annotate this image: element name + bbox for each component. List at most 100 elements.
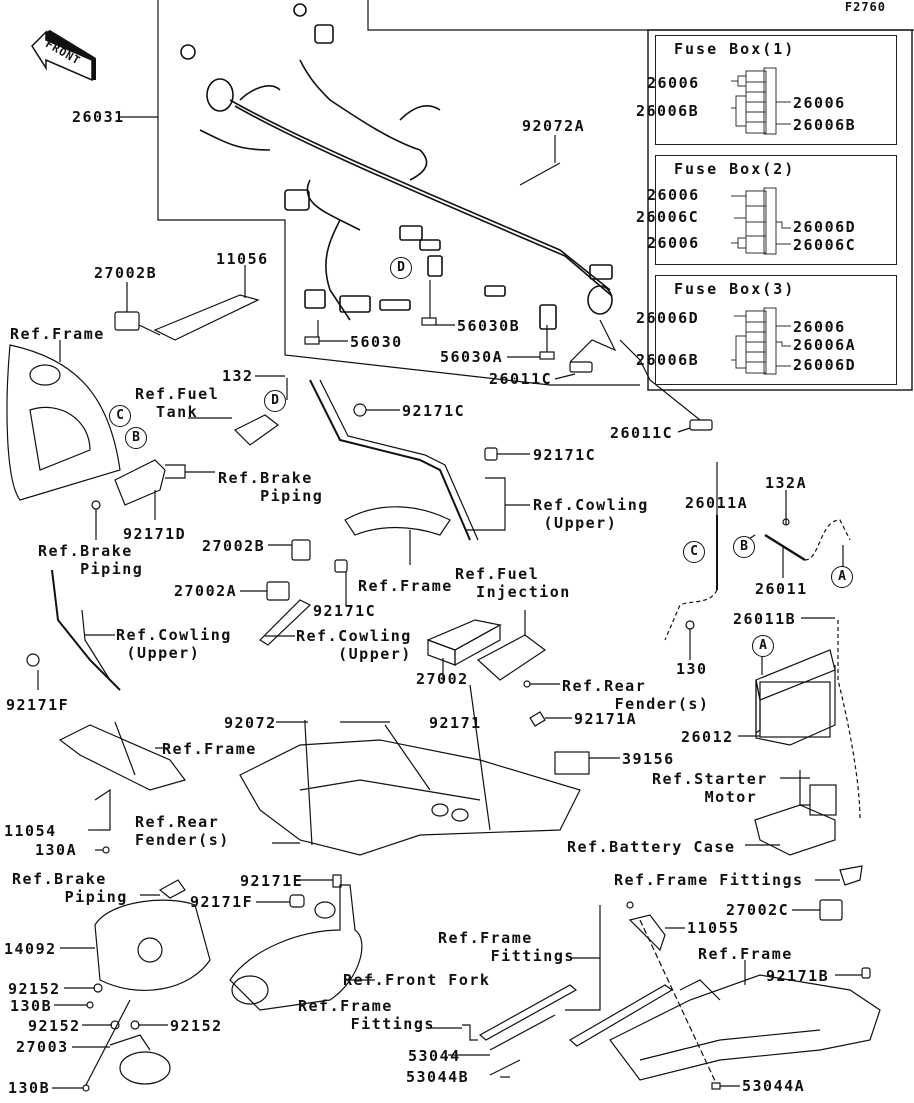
callout-56030: 56030 bbox=[350, 333, 403, 351]
tag-56030A bbox=[539, 351, 555, 360]
fuse-box-group-border bbox=[647, 29, 913, 391]
fuse1-right-2: 26006B bbox=[793, 116, 857, 134]
callout-92072: 92072 bbox=[224, 714, 277, 732]
bracket-11055 bbox=[628, 914, 666, 952]
rear-frame bbox=[609, 974, 881, 1081]
callout-26011C-b: 26011C bbox=[610, 424, 674, 442]
battery-case bbox=[754, 804, 836, 856]
callout-92171C-b: 92171C bbox=[533, 446, 597, 464]
ref-cowling-upper-2: Ref.Cowling (Upper) bbox=[116, 626, 232, 662]
fuse2-right-1: 26006D bbox=[793, 218, 857, 236]
cable-26011 bbox=[764, 533, 806, 562]
fuse3-left-2: 26006B bbox=[636, 351, 700, 369]
fuse3-right-1: 26006 bbox=[793, 318, 846, 336]
callout-92152-c: 92152 bbox=[170, 1017, 223, 1035]
callout-26012: 26012 bbox=[681, 728, 734, 746]
callout-11056: 11056 bbox=[216, 250, 269, 268]
callout-92171E: 92171E bbox=[240, 872, 304, 890]
marker-A-battery: A bbox=[752, 635, 774, 657]
figure-id: F2760 bbox=[844, 0, 886, 14]
fuse2-left-1: 26006 bbox=[647, 186, 700, 204]
fuse2-left-2: 26006C bbox=[636, 208, 700, 226]
fuse-box-1-title: Fuse Box(1) bbox=[674, 40, 796, 58]
callout-27002: 27002 bbox=[416, 670, 469, 688]
marker-B-cable: B bbox=[733, 536, 755, 558]
harness-group-border bbox=[367, 0, 914, 31]
ref-fuel-injection: Ref.Fuel Injection bbox=[455, 565, 571, 601]
fuse-box-3-symbol bbox=[731, 307, 791, 375]
tag-56030B bbox=[421, 317, 437, 326]
callout-130A: 130A bbox=[35, 841, 78, 859]
callout-92171A: 92171A bbox=[574, 710, 638, 728]
relay-27002C bbox=[819, 899, 843, 921]
callout-132: 132 bbox=[222, 367, 254, 385]
relay-39156 bbox=[554, 751, 590, 775]
steering-stem bbox=[229, 884, 363, 1011]
sub-frame-stay bbox=[309, 379, 471, 541]
connector-26011C-a bbox=[569, 361, 593, 373]
callout-56030A: 56030A bbox=[440, 348, 504, 366]
cowling-stay-left bbox=[51, 569, 121, 691]
marker-A-cable: A bbox=[831, 566, 853, 588]
ref-brake-piping-3: Ref.Brake Piping bbox=[12, 870, 128, 906]
fuse-box-2-title: Fuse Box(2) bbox=[674, 160, 796, 178]
callout-53044B: 53044B bbox=[406, 1068, 470, 1086]
frame-lower-left bbox=[58, 724, 187, 791]
fuse-box-3-title: Fuse Box(3) bbox=[674, 280, 796, 298]
callout-92171C-a: 92171C bbox=[402, 402, 466, 420]
marker-B-frame: B bbox=[125, 427, 147, 449]
fuse1-right-1: 26006 bbox=[793, 94, 846, 112]
ref-frame-fittings-1: Ref.Frame Fittings bbox=[614, 871, 804, 889]
ref-brake-piping-2: Ref.Brake Piping bbox=[38, 542, 144, 578]
callout-26011C-a: 26011C bbox=[489, 370, 553, 388]
callout-39156: 39156 bbox=[622, 750, 675, 768]
callout-27003: 27003 bbox=[16, 1038, 69, 1056]
fuse1-left-1: 26006 bbox=[647, 74, 700, 92]
callout-27002B-mid: 27002B bbox=[202, 537, 266, 555]
callout-26031: 26031 bbox=[72, 108, 125, 126]
callout-92171D: 92171D bbox=[123, 525, 187, 543]
ecu-bracket bbox=[476, 634, 547, 681]
ref-frame-fittings-2: Ref.Frame Fittings bbox=[438, 929, 575, 965]
ref-brake-piping-1: Ref.Brake Piping bbox=[218, 469, 324, 505]
fuse1-left-2: 26006B bbox=[636, 102, 700, 120]
tag-56030 bbox=[304, 336, 320, 345]
callout-11055: 11055 bbox=[687, 919, 740, 937]
relay-27002B-mid bbox=[291, 539, 311, 561]
callout-26011A: 26011A bbox=[685, 494, 749, 512]
horn bbox=[119, 1051, 171, 1085]
ref-battery-case: Ref.Battery Case bbox=[567, 838, 736, 856]
harness-group-bracket bbox=[157, 0, 640, 386]
fuse2-right-2: 26006C bbox=[793, 236, 857, 254]
callout-92072A: 92072A bbox=[522, 117, 586, 135]
horn-bracket-27003 bbox=[109, 1034, 151, 1051]
fuse-box-3: Fuse Box(3) 26006D 26006B 26006 26006A 2… bbox=[636, 275, 897, 385]
callout-92171: 92171 bbox=[429, 714, 482, 732]
callout-27002B-top: 27002B bbox=[94, 264, 158, 282]
callout-130: 130 bbox=[676, 660, 708, 678]
callout-26011B: 26011B bbox=[733, 610, 797, 628]
fuse-box-1-symbol bbox=[731, 67, 791, 135]
ref-fuel-tank: Ref.Fuel Tank bbox=[135, 385, 220, 421]
ref-rear-fender-2: Ref.Rear Fender(s) bbox=[135, 813, 230, 849]
relay-27002A bbox=[266, 581, 290, 601]
callout-92171B: 92171B bbox=[766, 967, 830, 985]
fuse3-right-2: 26006A bbox=[793, 336, 857, 354]
marker-D-harness: D bbox=[390, 257, 412, 279]
fuse-box-2-symbol bbox=[731, 187, 791, 255]
fuse3-left-1: 26006D bbox=[636, 309, 700, 327]
callout-92171C-c: 92171C bbox=[313, 602, 377, 620]
frame-left-part bbox=[6, 344, 121, 501]
callout-130B-a: 130B bbox=[10, 997, 53, 1015]
rear-fender-tray bbox=[239, 739, 581, 856]
cable-tie-92072A bbox=[519, 162, 561, 186]
callout-130B-b: 130B bbox=[8, 1079, 51, 1097]
ref-cowling-upper-3: Ref.Cowling (Upper) bbox=[296, 627, 412, 663]
brake-joint bbox=[114, 459, 166, 506]
front-arrow-icon bbox=[31, 30, 96, 82]
fuse-box-2: Fuse Box(2) 26006 26006C 26006 26006D 26… bbox=[636, 155, 897, 265]
ref-starter-motor: Ref.Starter Motor bbox=[652, 770, 768, 806]
callout-92152-b: 92152 bbox=[28, 1017, 81, 1035]
ref-rear-fender-1: Ref.Rear Fender(s) bbox=[562, 677, 710, 713]
